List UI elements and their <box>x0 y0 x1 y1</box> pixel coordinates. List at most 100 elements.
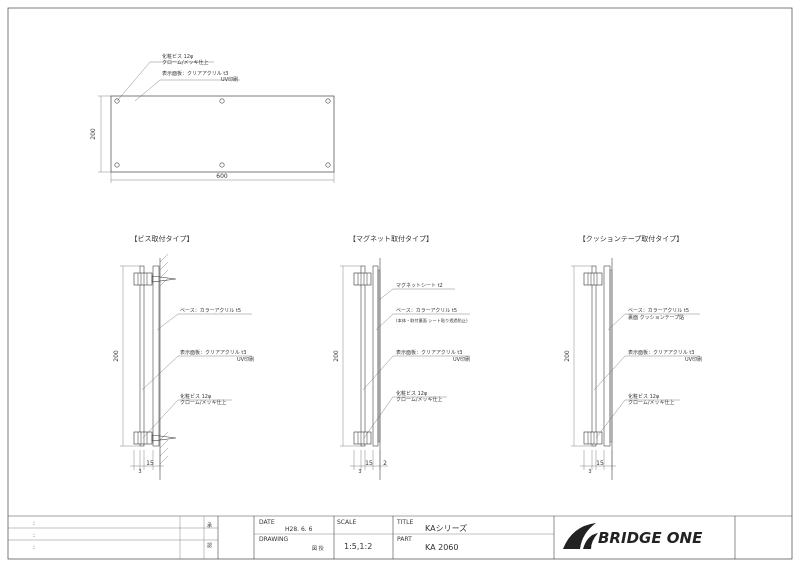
screw-cap <box>353 431 372 445</box>
face-plate <box>603 265 611 447</box>
logo-mark-icon <box>583 533 598 549</box>
rev-mark: : <box>33 520 35 527</box>
bottom-dim-text: 15 <box>596 460 604 467</box>
screw-hole <box>114 162 120 168</box>
panel-label: 表示面板：クリアアクリル t3 <box>396 349 462 356</box>
height-dim-text: 200 <box>90 128 97 140</box>
leader-line <box>607 313 700 331</box>
height-dim-text: 200 <box>333 350 340 362</box>
drawing-label: DRAWING <box>259 536 289 543</box>
leader-line <box>593 355 700 391</box>
date-value: H28. 6. 6 <box>285 526 313 533</box>
leader-line <box>142 399 232 439</box>
sub-dim-text: 3 <box>358 469 361 475</box>
section-title: 【ビス取付タイプ】 <box>131 234 194 243</box>
title-label: TITLE <box>396 519 413 526</box>
screw-shaft <box>151 275 177 283</box>
leader-line <box>595 399 680 439</box>
panel-print: UV印刷 <box>221 76 238 83</box>
panel-label: 表示面板：クリアアクリル t3 <box>628 349 694 356</box>
drawing-value: 図 授 <box>312 545 324 552</box>
part-value: KA 2060 <box>425 543 458 552</box>
screw-label: 化粧ビス 12φ <box>180 393 212 400</box>
scale-label: SCALE <box>337 519 356 526</box>
magnet-sheet <box>377 269 381 443</box>
screw-note: クローム/メッキ仕上 <box>396 396 443 403</box>
scale-value: 1:5,1:2 <box>344 542 372 551</box>
screw-note: クローム/メッキ仕上 <box>180 399 227 406</box>
sheet-border <box>7 7 793 560</box>
screw-thread <box>357 273 368 285</box>
cushion-type-section: 【クッションテープ取付タイプ】 ベース：カラーアクリル t5 裏面 クッションテ… <box>564 234 702 480</box>
panel-note: UV印刷 <box>237 356 254 363</box>
screw-hole <box>325 162 331 168</box>
sub-dim-text: 3 <box>588 469 591 475</box>
leader-line <box>116 61 214 102</box>
screw-label: 化粧ビス 12φ <box>162 53 194 60</box>
title-value: KAシリーズ <box>425 523 467 533</box>
screw-label: 化粧ビス 12φ <box>396 390 428 397</box>
width-dim-text: 600 <box>216 173 228 180</box>
screw-hole <box>219 98 225 104</box>
bottom-dim-text: 15 <box>365 460 373 467</box>
leader-line <box>134 79 240 102</box>
rev-mark: : <box>33 532 35 539</box>
leader-line <box>156 313 252 331</box>
screw-note: クローム/メッキ仕上 <box>628 399 675 406</box>
screw-cap <box>133 272 153 286</box>
sheet-label: マグネットシート t2 <box>396 282 443 289</box>
approval-mark: 認 <box>207 542 212 549</box>
panel-label: 表示面板：クリアアクリル t3 <box>162 70 228 77</box>
cushion-tape <box>609 269 613 443</box>
screw-thread <box>587 273 598 285</box>
approval-mark: 承 <box>207 522 212 529</box>
title-block: : : : 承 認 DATE H28. 6. 6 SCALE 1:5,1:2 D… <box>8 515 792 559</box>
magnet-type-section: 【マグネット取付タイプ】 マグネットシート t2 ベース：カラーアクリル t5 … <box>333 234 470 480</box>
screw-thread <box>587 432 598 444</box>
screw-type-section: 【ビス取付タイプ】 ベース：カラーアクリル t5 表示面板：ク <box>113 234 254 480</box>
date-label: DATE <box>259 519 275 526</box>
screw-hole <box>219 162 225 168</box>
screw-thread <box>137 432 148 444</box>
section-title: 【クッションテープ取付タイプ】 <box>579 234 684 243</box>
screw-shaft <box>151 434 177 442</box>
face-plate <box>152 265 160 447</box>
bridge-one-logo: BRIDGE ONE <box>563 523 703 549</box>
base-label: ベース：カラーアクリル t5 <box>180 308 241 314</box>
panel-outline <box>110 95 335 173</box>
height-dim-text: 200 <box>113 350 120 362</box>
section-title: 【マグネット取付タイプ】 <box>349 234 433 243</box>
front-view: 化粧ビス 12φ クローム/メッキ仕上 表示面板：クリアアクリル t3 UV印刷… <box>90 53 335 183</box>
base-label: ベース：カラーアクリル t5 <box>628 308 689 314</box>
base-note: 裏面 クッションテープ貼 <box>628 314 684 321</box>
panel-note: UV印刷 <box>453 356 470 363</box>
base-plate <box>139 265 145 447</box>
screw-cap <box>583 272 603 286</box>
base-label: ベース：カラーアクリル t5 <box>396 308 457 314</box>
bottom-dim-text: 15 <box>146 460 154 467</box>
screw-hole <box>325 98 331 104</box>
panel-label: 表示面板：クリアアクリル t3 <box>180 349 246 356</box>
screw-label: 化粧ビス 12φ <box>628 393 660 400</box>
leader-line <box>362 355 470 391</box>
leader-line <box>375 313 470 331</box>
rev-mark: : <box>33 544 35 551</box>
base-note: (本体・取付裏面 シート貼り透過防止) <box>396 317 468 324</box>
screw-cap <box>353 272 372 286</box>
base-plate <box>360 265 366 447</box>
wall-hatch <box>159 253 169 465</box>
logo-mark-icon <box>563 523 596 549</box>
leader-line <box>378 288 455 301</box>
screw-finish: クローム/メッキ仕上 <box>162 59 209 66</box>
part-label: PART <box>397 536 412 543</box>
screw-thread <box>137 273 148 285</box>
panel-note: UV印刷 <box>685 356 702 363</box>
sub-dim-text: 3 <box>138 469 141 475</box>
leader-line <box>363 396 447 439</box>
screw-hole <box>114 98 120 104</box>
logo-text: BRIDGE ONE <box>598 529 703 547</box>
base-plate <box>591 265 597 447</box>
screw-holes <box>114 98 331 168</box>
height-dim-text: 200 <box>564 350 571 362</box>
